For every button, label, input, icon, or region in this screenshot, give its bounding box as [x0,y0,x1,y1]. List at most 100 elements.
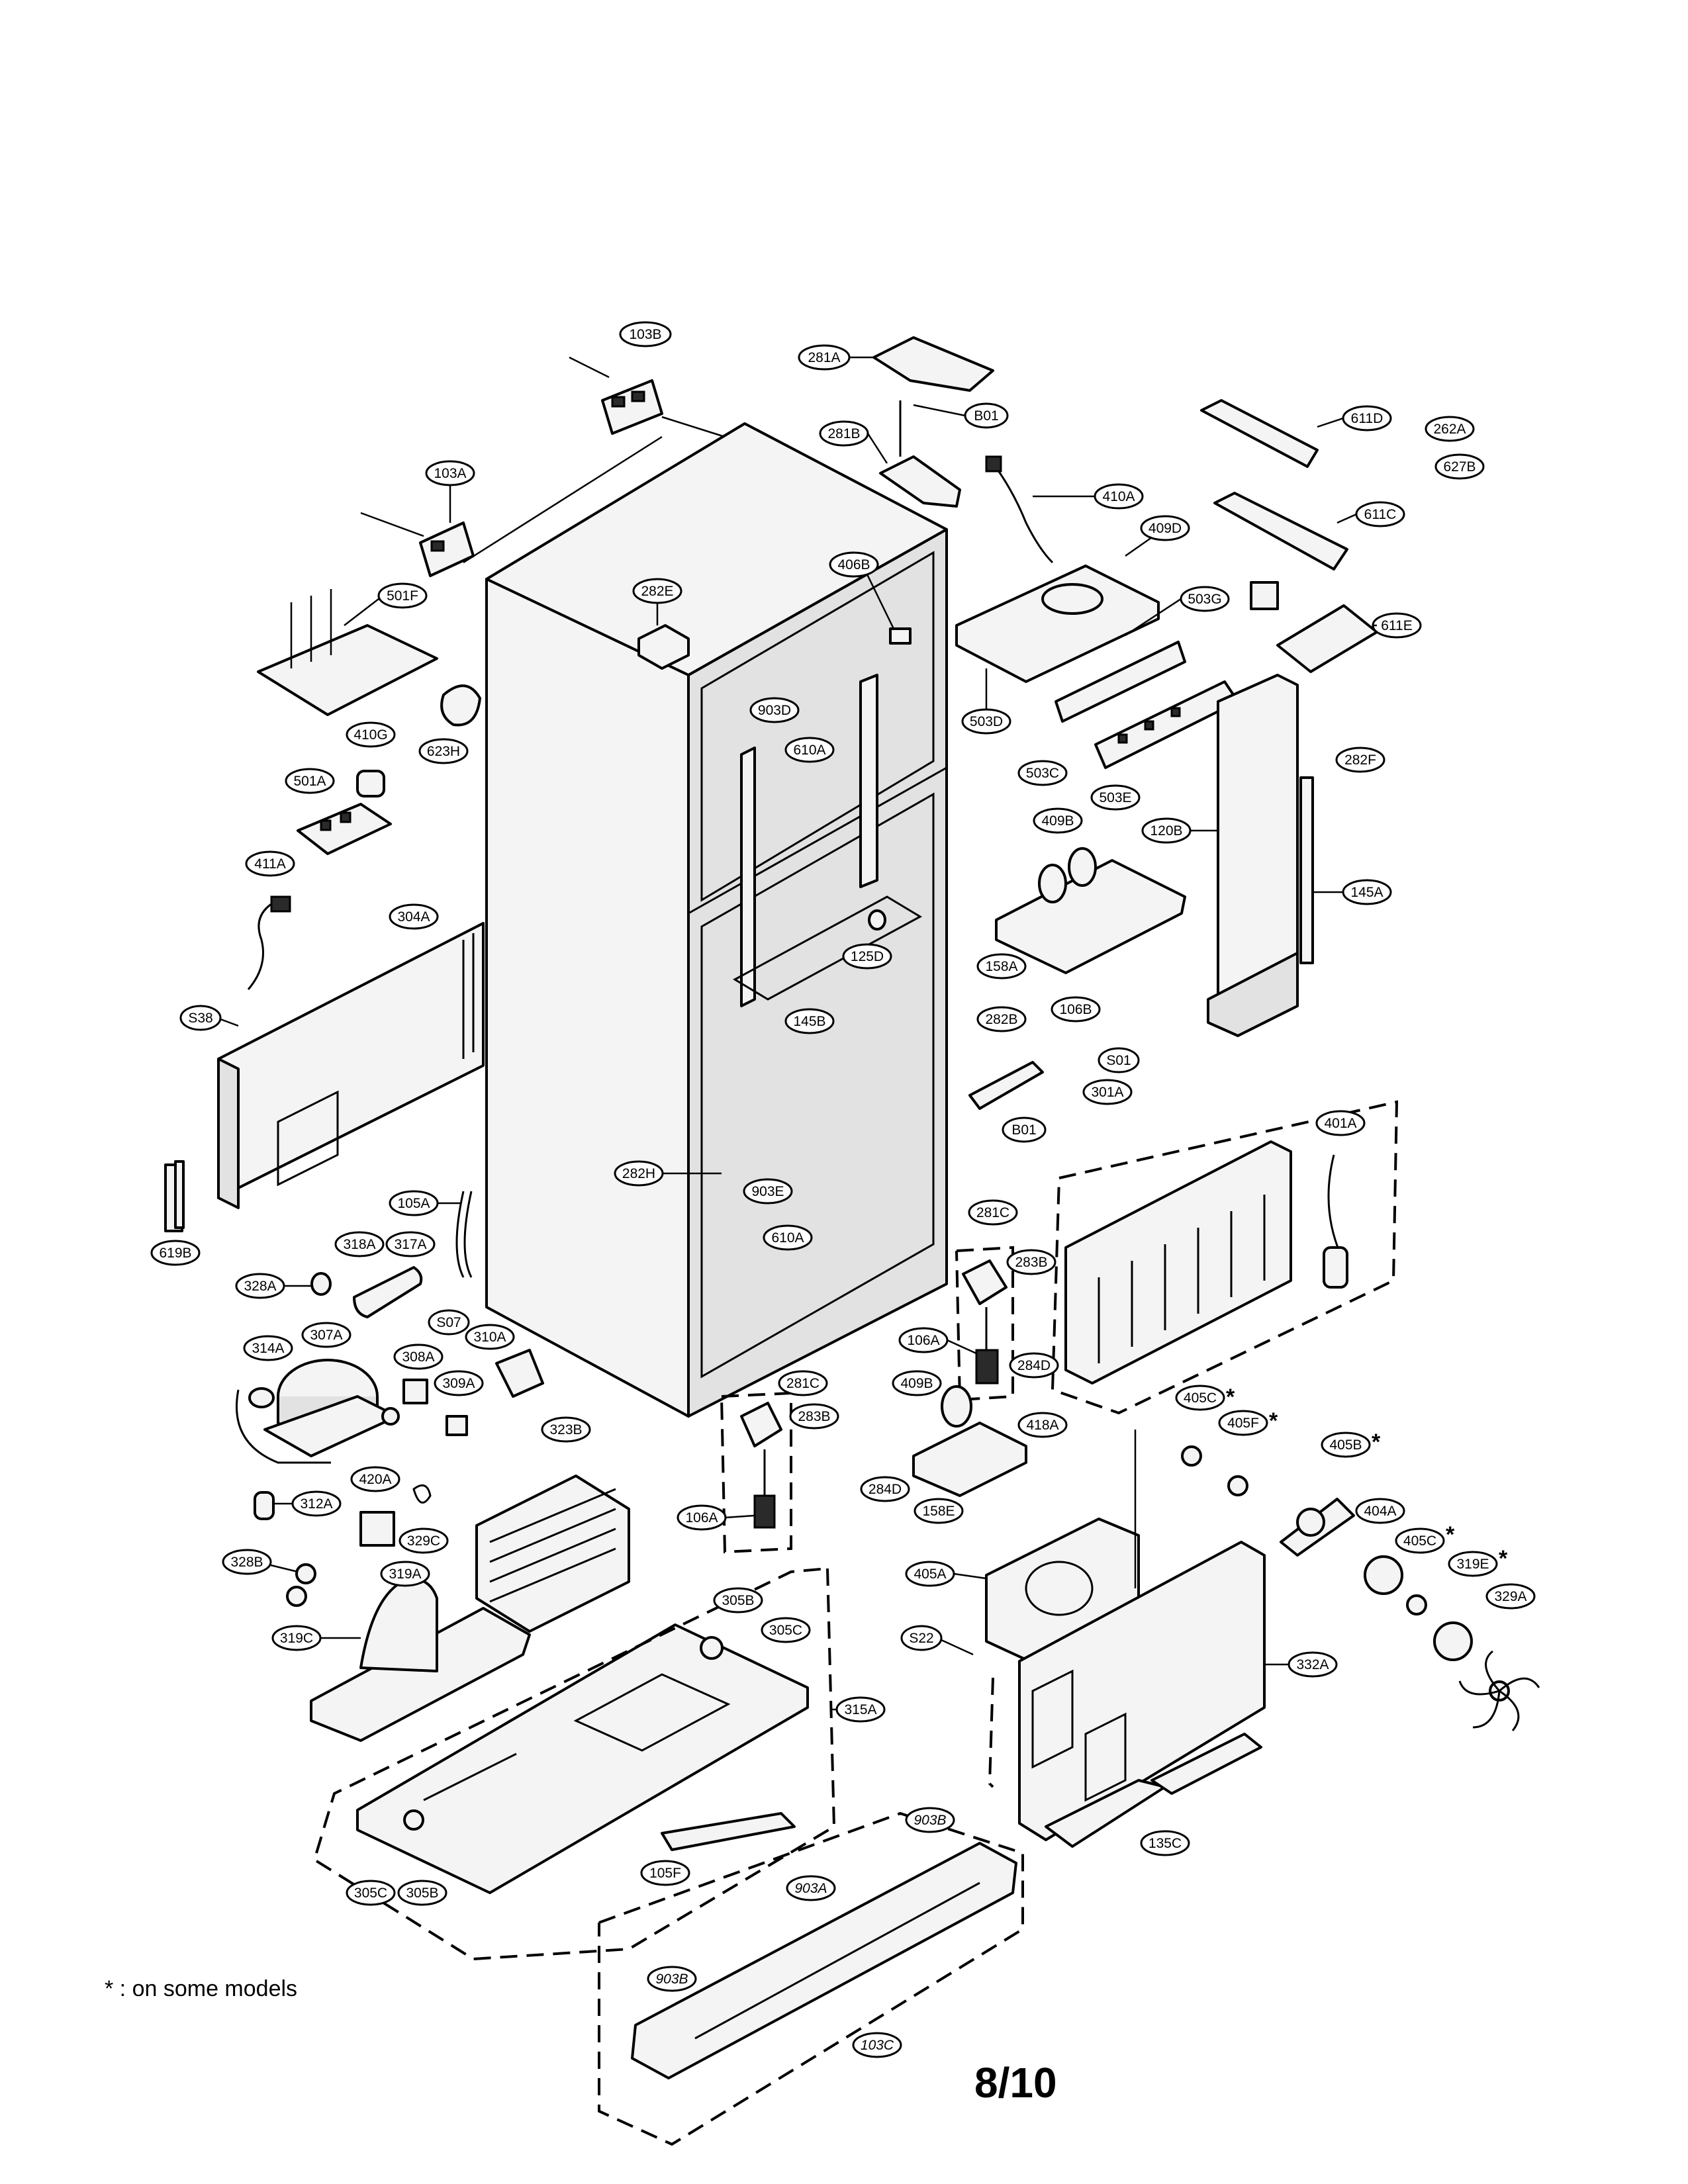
callout-103A: 103A [425,460,475,486]
svg-text:410A: 410A [1102,489,1135,504]
svg-text:319E: 319E [1456,1557,1489,1572]
callout-103B: 103B [619,321,672,347]
callout-315A: 315A [835,1696,886,1723]
top-hinge-cover-103b [569,356,726,438]
svg-text:418A: 418A [1026,1418,1058,1433]
evaporator-301a [1064,1140,1292,1385]
svg-text:158A: 158A [985,959,1017,974]
svg-text:S38: S38 [188,1011,212,1026]
refrigerator-cabinet [463,422,948,1418]
callout-S07: S07 [428,1309,470,1336]
svg-text:411A: 411A [254,856,286,872]
svg-text:610A: 610A [771,1230,804,1246]
svg-text:125D: 125D [851,949,884,964]
callout-627B: 627B [1434,453,1485,480]
callout-262A: 262A [1425,416,1475,442]
svg-text:903E: 903E [751,1184,784,1199]
svg-text:405B: 405B [1329,1437,1362,1453]
svg-text:409B: 409B [1041,813,1074,829]
lamp-socket-410g [356,770,385,797]
svg-text:323B: 323B [549,1422,582,1437]
callout-409B-upper: 409B [1033,807,1083,834]
callout-120B: 120B [1141,817,1192,844]
svg-text:145B: 145B [793,1014,825,1029]
asterisk-405c-upper: * [1226,1385,1235,1410]
callout-409D: 409D [1140,515,1190,541]
callout-903D: 903D [749,697,800,723]
svg-text:282B: 282B [985,1012,1017,1027]
callout-282E: 282E [632,578,682,604]
fan-420a [359,1484,432,1547]
duct-120b [1207,674,1299,1037]
base-plate-outline [312,1567,836,1961]
callout-405B: 405B [1321,1432,1371,1458]
callout-903A: 903A [786,1875,836,1901]
svg-text:308A: 308A [402,1349,434,1365]
hinge-cover-103a [360,512,475,577]
callout-318A: 318A [334,1231,385,1257]
callout-305C-upper: 305C [761,1617,811,1643]
callout-503G: 503G [1180,586,1230,612]
callout-307A: 307A [301,1322,352,1348]
svg-text:501F: 501F [387,588,418,604]
callout-610A-upper: 610A [784,737,835,763]
lamp-housing-158e [912,1385,1027,1497]
callout-281C-rear: 281C [968,1199,1018,1226]
pcb-503c-503e [1055,641,1239,769]
svg-text:284D: 284D [1017,1358,1051,1373]
svg-text:120B: 120B [1150,823,1182,839]
callout-314A: 314A [243,1335,293,1361]
svg-text:410G: 410G [353,727,387,743]
svg-text:315A: 315A [844,1702,876,1717]
callout-282H: 282H [614,1160,664,1187]
svg-text:305C: 305C [769,1623,802,1638]
footnote: * : on some models [105,1976,298,2001]
svg-text:106A: 106A [685,1510,718,1525]
asterisk-405b: * [1372,1430,1381,1455]
svg-text:405A: 405A [914,1567,946,1582]
svg-text:503C: 503C [1026,766,1059,781]
callout-317A: 317A [385,1231,436,1257]
overload-314a [236,1387,331,1464]
callout-281B: 281B [819,420,869,447]
svg-text:S01: S01 [1106,1053,1131,1068]
svg-text:283B: 283B [798,1409,830,1424]
callout-105A: 105A [389,1190,439,1216]
svg-text:103B: 103B [629,327,661,342]
callout-328B: 328B [222,1549,272,1575]
callout-329A: 329A [1485,1583,1536,1610]
svg-text:328A: 328A [244,1279,276,1294]
svg-text:610A: 610A [793,743,825,758]
grommet-328a [310,1272,332,1296]
svg-text:103C: 103C [861,2038,894,2053]
callout-135C: 135C [1140,1830,1190,1856]
svg-text:903D: 903D [758,703,791,718]
callout-903E: 903E [743,1178,793,1205]
callout-106A-front: 106A [677,1504,727,1531]
svg-text:301A: 301A [1091,1085,1123,1100]
svg-text:105A: 105A [397,1196,430,1211]
svg-text:420A: 420A [359,1472,391,1487]
svg-text:283B: 283B [1015,1255,1047,1270]
callout-145A: 145A [1342,879,1392,905]
asterisk-319e: * [1499,1546,1508,1571]
svg-text:619B: 619B [159,1246,191,1261]
callout-319C: 319C [271,1625,322,1651]
svg-text:281B: 281B [827,426,860,441]
callout-125D: 125D [842,943,892,970]
callout-S01: S01 [1098,1047,1140,1073]
callout-281C-front: 281C [778,1370,828,1396]
fan-blade-329a [1458,1650,1540,1731]
leveler-outline-front [720,1391,792,1554]
grommets-328b [286,1563,316,1607]
seals-135c [1045,1733,1262,1848]
callout-312A: 312A [291,1490,342,1517]
svg-text:305C: 305C [354,1886,387,1901]
callout-S22: S22 [900,1625,943,1651]
tube-105a [455,1191,473,1278]
leveler-outline-rear [955,1246,1014,1402]
callouts: 103B 281A B01 611D 262A 627B 103A 281B 4… [150,321,1536,2058]
svg-text:329A: 329A [1494,1589,1526,1604]
callout-611D: 611D [1342,405,1392,432]
